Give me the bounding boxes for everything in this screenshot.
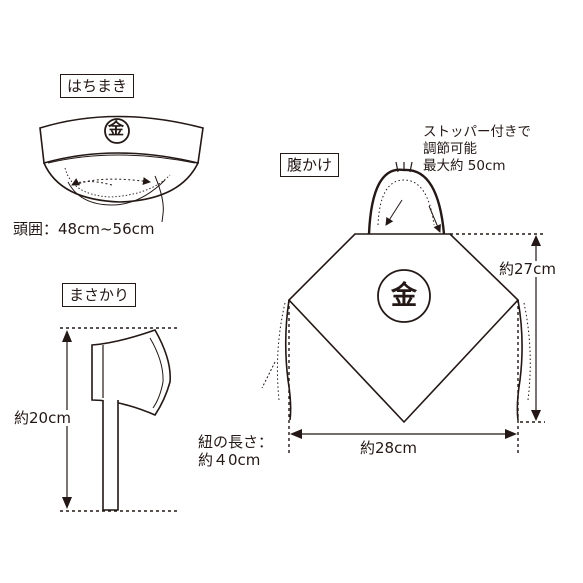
apron-stopper-note-line1: ストッパー付きで xyxy=(423,124,531,140)
apron-emblem-character: 金 xyxy=(391,281,418,311)
apron-stopper-note-line2: 調節可能 xyxy=(423,141,477,157)
apron-title: 腹かけ xyxy=(280,153,340,177)
headband-circumference-label: 頭囲 xyxy=(13,220,44,238)
apron-left-string xyxy=(284,299,292,421)
headband-emblem-character: 金 xyxy=(108,119,125,138)
headband-circumference-value: ：48cm~56cm xyxy=(43,220,155,238)
axe-title: まさかり xyxy=(62,283,137,307)
apron-width-label: 約28cm xyxy=(360,439,417,457)
apron-emblem-circle xyxy=(377,269,431,323)
headband-title: はちまき xyxy=(60,74,135,98)
headband-illustration xyxy=(39,115,204,223)
axe-height-label: 約20cm xyxy=(14,409,71,427)
apron-body xyxy=(287,233,520,424)
headband-emblem-circle xyxy=(104,118,130,144)
headband-circumference: 頭囲：48cm~56cm xyxy=(13,221,154,237)
axe-illustration xyxy=(60,327,180,512)
apron-neck-strap xyxy=(367,168,446,235)
apron-string-length-line1: 紐の長さ： xyxy=(198,433,274,451)
apron-height-label: 約27cm xyxy=(499,260,556,278)
apron-stopper-note-line3: 最大約 50cm xyxy=(423,158,506,174)
apron-string-length-line2: 約４0cm xyxy=(198,451,261,469)
